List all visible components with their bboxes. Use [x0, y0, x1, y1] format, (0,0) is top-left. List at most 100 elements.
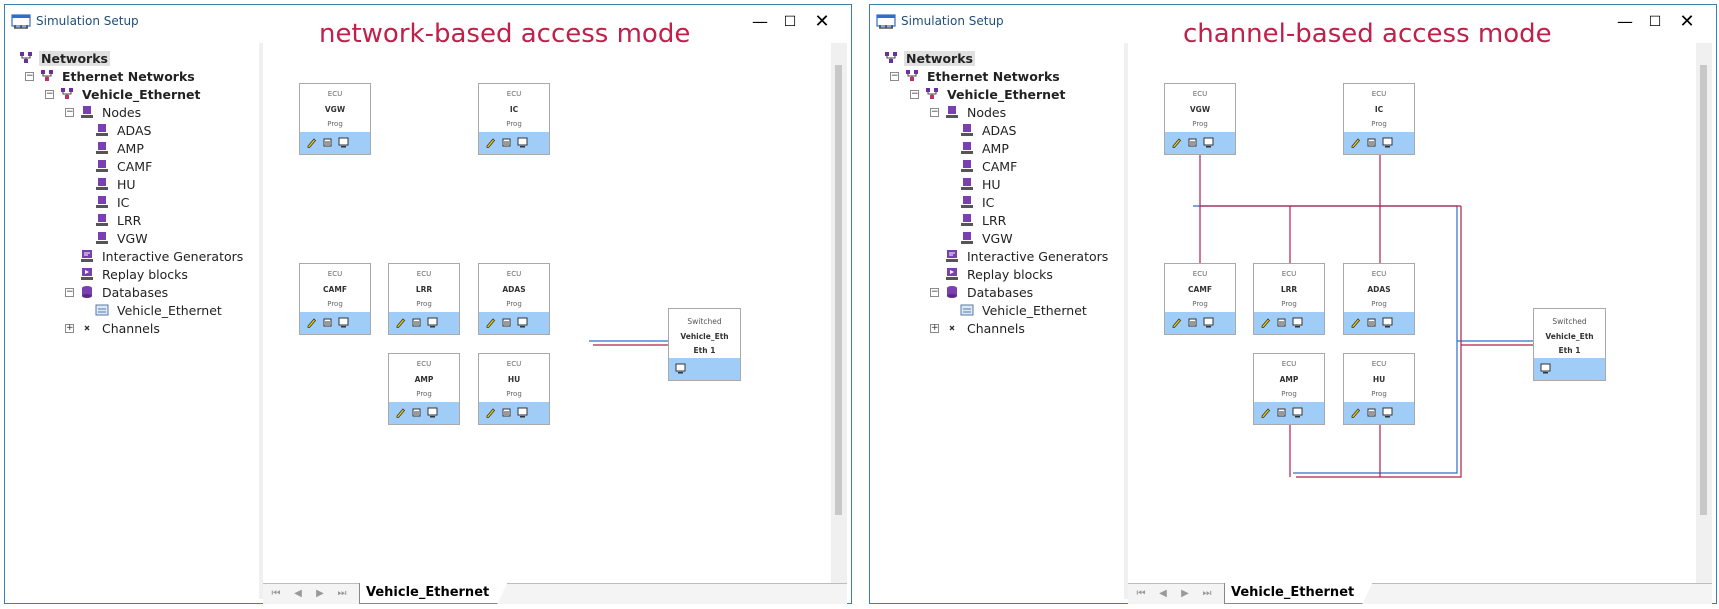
monitor-icon[interactable] — [1382, 317, 1393, 328]
tree-item-node[interactable]: LRR — [960, 211, 1008, 229]
ecu-config-icon[interactable] — [1187, 317, 1198, 328]
tree-item-replay-blocks[interactable]: Replay blocks — [80, 265, 190, 283]
ecu-node[interactable]: ECU CAMF Prog — [299, 263, 371, 335]
network-canvas[interactable]: ECU VGW Prog ECU IC Prog ECU CAMF Prog — [263, 43, 831, 583]
tab-vehicle-ethernet[interactable]: Vehicle_Ethernet — [359, 583, 507, 604]
ecu-node[interactable]: ECU VGW Prog — [1164, 83, 1236, 155]
monitor-icon[interactable] — [427, 317, 438, 328]
tree-item-node[interactable]: IC — [960, 193, 996, 211]
collapse-toggle[interactable]: − — [65, 286, 74, 297]
scrollbar-thumb[interactable] — [1700, 65, 1707, 515]
last-tab-button[interactable]: ⏭ — [337, 588, 347, 599]
monitor-icon[interactable] — [1540, 363, 1551, 374]
pencil-icon[interactable] — [1350, 137, 1361, 148]
tree-item-interactive-generators[interactable]: Interactive Generators — [945, 247, 1110, 265]
titlebar[interactable]: Simulation Setup channel-based access mo… — [870, 5, 1716, 49]
pencil-icon[interactable] — [1260, 407, 1271, 418]
collapse-toggle[interactable]: − — [890, 70, 899, 81]
vertical-scrollbar[interactable] — [831, 43, 847, 583]
ecu-node[interactable]: ECU ADAS Prog — [1343, 263, 1415, 335]
vertical-scrollbar[interactable] — [1696, 43, 1712, 583]
tree-item-node[interactable]: CAMF — [95, 157, 154, 175]
tree-item-interactive-generators[interactable]: Interactive Generators — [80, 247, 245, 265]
ecu-node[interactable]: ECU AMP Prog — [1253, 353, 1325, 425]
tree-item-databases[interactable]: − Databases — [65, 283, 170, 301]
tree-item-node[interactable]: HU — [960, 175, 1003, 193]
monitor-icon[interactable] — [427, 407, 438, 418]
pencil-icon[interactable] — [395, 317, 406, 328]
monitor-icon[interactable] — [1382, 137, 1393, 148]
tree-item-databases[interactable]: − Databases — [930, 283, 1035, 301]
minimize-button[interactable]: — — [1617, 12, 1633, 31]
maximize-button[interactable]: ☐ — [783, 14, 797, 30]
ethernet-switch[interactable]: Switched Vehicle_Eth Eth 1 — [1533, 308, 1606, 381]
next-tab-button[interactable]: ▶ — [1181, 588, 1189, 599]
first-tab-button[interactable]: ⏮ — [271, 588, 281, 599]
pencil-icon[interactable] — [306, 317, 317, 328]
pencil-icon[interactable] — [1171, 317, 1182, 328]
next-tab-button[interactable]: ▶ — [316, 588, 324, 599]
tree-item-nodes[interactable]: − Nodes — [65, 103, 143, 121]
ecu-node[interactable]: ECU HU Prog — [478, 353, 550, 425]
ecu-config-icon[interactable] — [411, 407, 422, 418]
ethernet-switch[interactable]: Switched Vehicle_Eth Eth 1 — [668, 308, 741, 381]
monitor-icon[interactable] — [675, 363, 686, 374]
ecu-config-icon[interactable] — [1276, 317, 1287, 328]
tree-item-node[interactable]: CAMF — [960, 157, 1019, 175]
tree-item-node[interactable]: AMP — [960, 139, 1011, 157]
pencil-icon[interactable] — [1171, 137, 1182, 148]
close-button[interactable]: ✕ — [1679, 11, 1695, 32]
close-button[interactable]: ✕ — [814, 11, 830, 32]
ecu-config-icon[interactable] — [501, 137, 512, 148]
tree-item-ethernet-networks[interactable]: − Ethernet Networks — [25, 67, 197, 85]
monitor-icon[interactable] — [1382, 407, 1393, 418]
tree-item-node[interactable]: HU — [95, 175, 138, 193]
tree-item-node[interactable]: LRR — [95, 211, 143, 229]
collapse-toggle[interactable]: − — [910, 88, 919, 99]
tree-item-database[interactable]: Vehicle_Ethernet — [960, 301, 1089, 319]
collapse-toggle[interactable]: − — [45, 88, 54, 99]
ecu-node[interactable]: ECU IC Prog — [478, 83, 550, 155]
tree-item-replay-blocks[interactable]: Replay blocks — [945, 265, 1055, 283]
tree-item-channels[interactable]: + Channels — [930, 319, 1027, 337]
collapse-toggle[interactable]: − — [930, 286, 939, 297]
pencil-icon[interactable] — [485, 137, 496, 148]
ecu-config-icon[interactable] — [501, 317, 512, 328]
previous-tab-button[interactable]: ◀ — [294, 588, 302, 599]
tree-item-database[interactable]: Vehicle_Ethernet — [95, 301, 224, 319]
ecu-config-icon[interactable] — [322, 317, 333, 328]
collapse-toggle[interactable]: − — [25, 70, 34, 81]
tree-item-node[interactable]: VGW — [960, 229, 1015, 247]
ecu-node[interactable]: ECU HU Prog — [1343, 353, 1415, 425]
minimize-button[interactable]: — — [752, 12, 768, 31]
pencil-icon[interactable] — [485, 317, 496, 328]
ecu-node[interactable]: ECU CAMF Prog — [1164, 263, 1236, 335]
tree-item-vehicle-ethernet[interactable]: − Vehicle_Ethernet — [45, 85, 202, 103]
previous-tab-button[interactable]: ◀ — [1159, 588, 1167, 599]
titlebar[interactable]: Simulation Setup network-based access mo… — [5, 5, 851, 49]
ecu-config-icon[interactable] — [1276, 407, 1287, 418]
pane-splitter[interactable] — [1124, 43, 1128, 599]
ecu-node[interactable]: ECU LRR Prog — [1253, 263, 1325, 335]
expand-toggle[interactable]: + — [930, 322, 939, 333]
first-tab-button[interactable]: ⏮ — [1136, 588, 1146, 599]
ecu-node[interactable]: ECU VGW Prog — [299, 83, 371, 155]
monitor-icon[interactable] — [517, 317, 528, 328]
tree-item-node[interactable]: AMP — [95, 139, 146, 157]
tree-item-node[interactable]: ADAS — [95, 121, 153, 139]
pencil-icon[interactable] — [485, 407, 496, 418]
ecu-node[interactable]: ECU IC Prog — [1343, 83, 1415, 155]
monitor-icon[interactable] — [1292, 407, 1303, 418]
ecu-config-icon[interactable] — [1366, 407, 1377, 418]
pencil-icon[interactable] — [395, 407, 406, 418]
tree-item-nodes[interactable]: − Nodes — [930, 103, 1008, 121]
tree-item-node[interactable]: IC — [95, 193, 131, 211]
last-tab-button[interactable]: ⏭ — [1202, 588, 1212, 599]
pencil-icon[interactable] — [1260, 317, 1271, 328]
scrollbar-thumb[interactable] — [835, 65, 842, 515]
ecu-config-icon[interactable] — [411, 317, 422, 328]
pencil-icon[interactable] — [1350, 407, 1361, 418]
ecu-node[interactable]: ECU LRR Prog — [388, 263, 460, 335]
ecu-config-icon[interactable] — [1366, 137, 1377, 148]
maximize-button[interactable]: ☐ — [1648, 14, 1662, 30]
